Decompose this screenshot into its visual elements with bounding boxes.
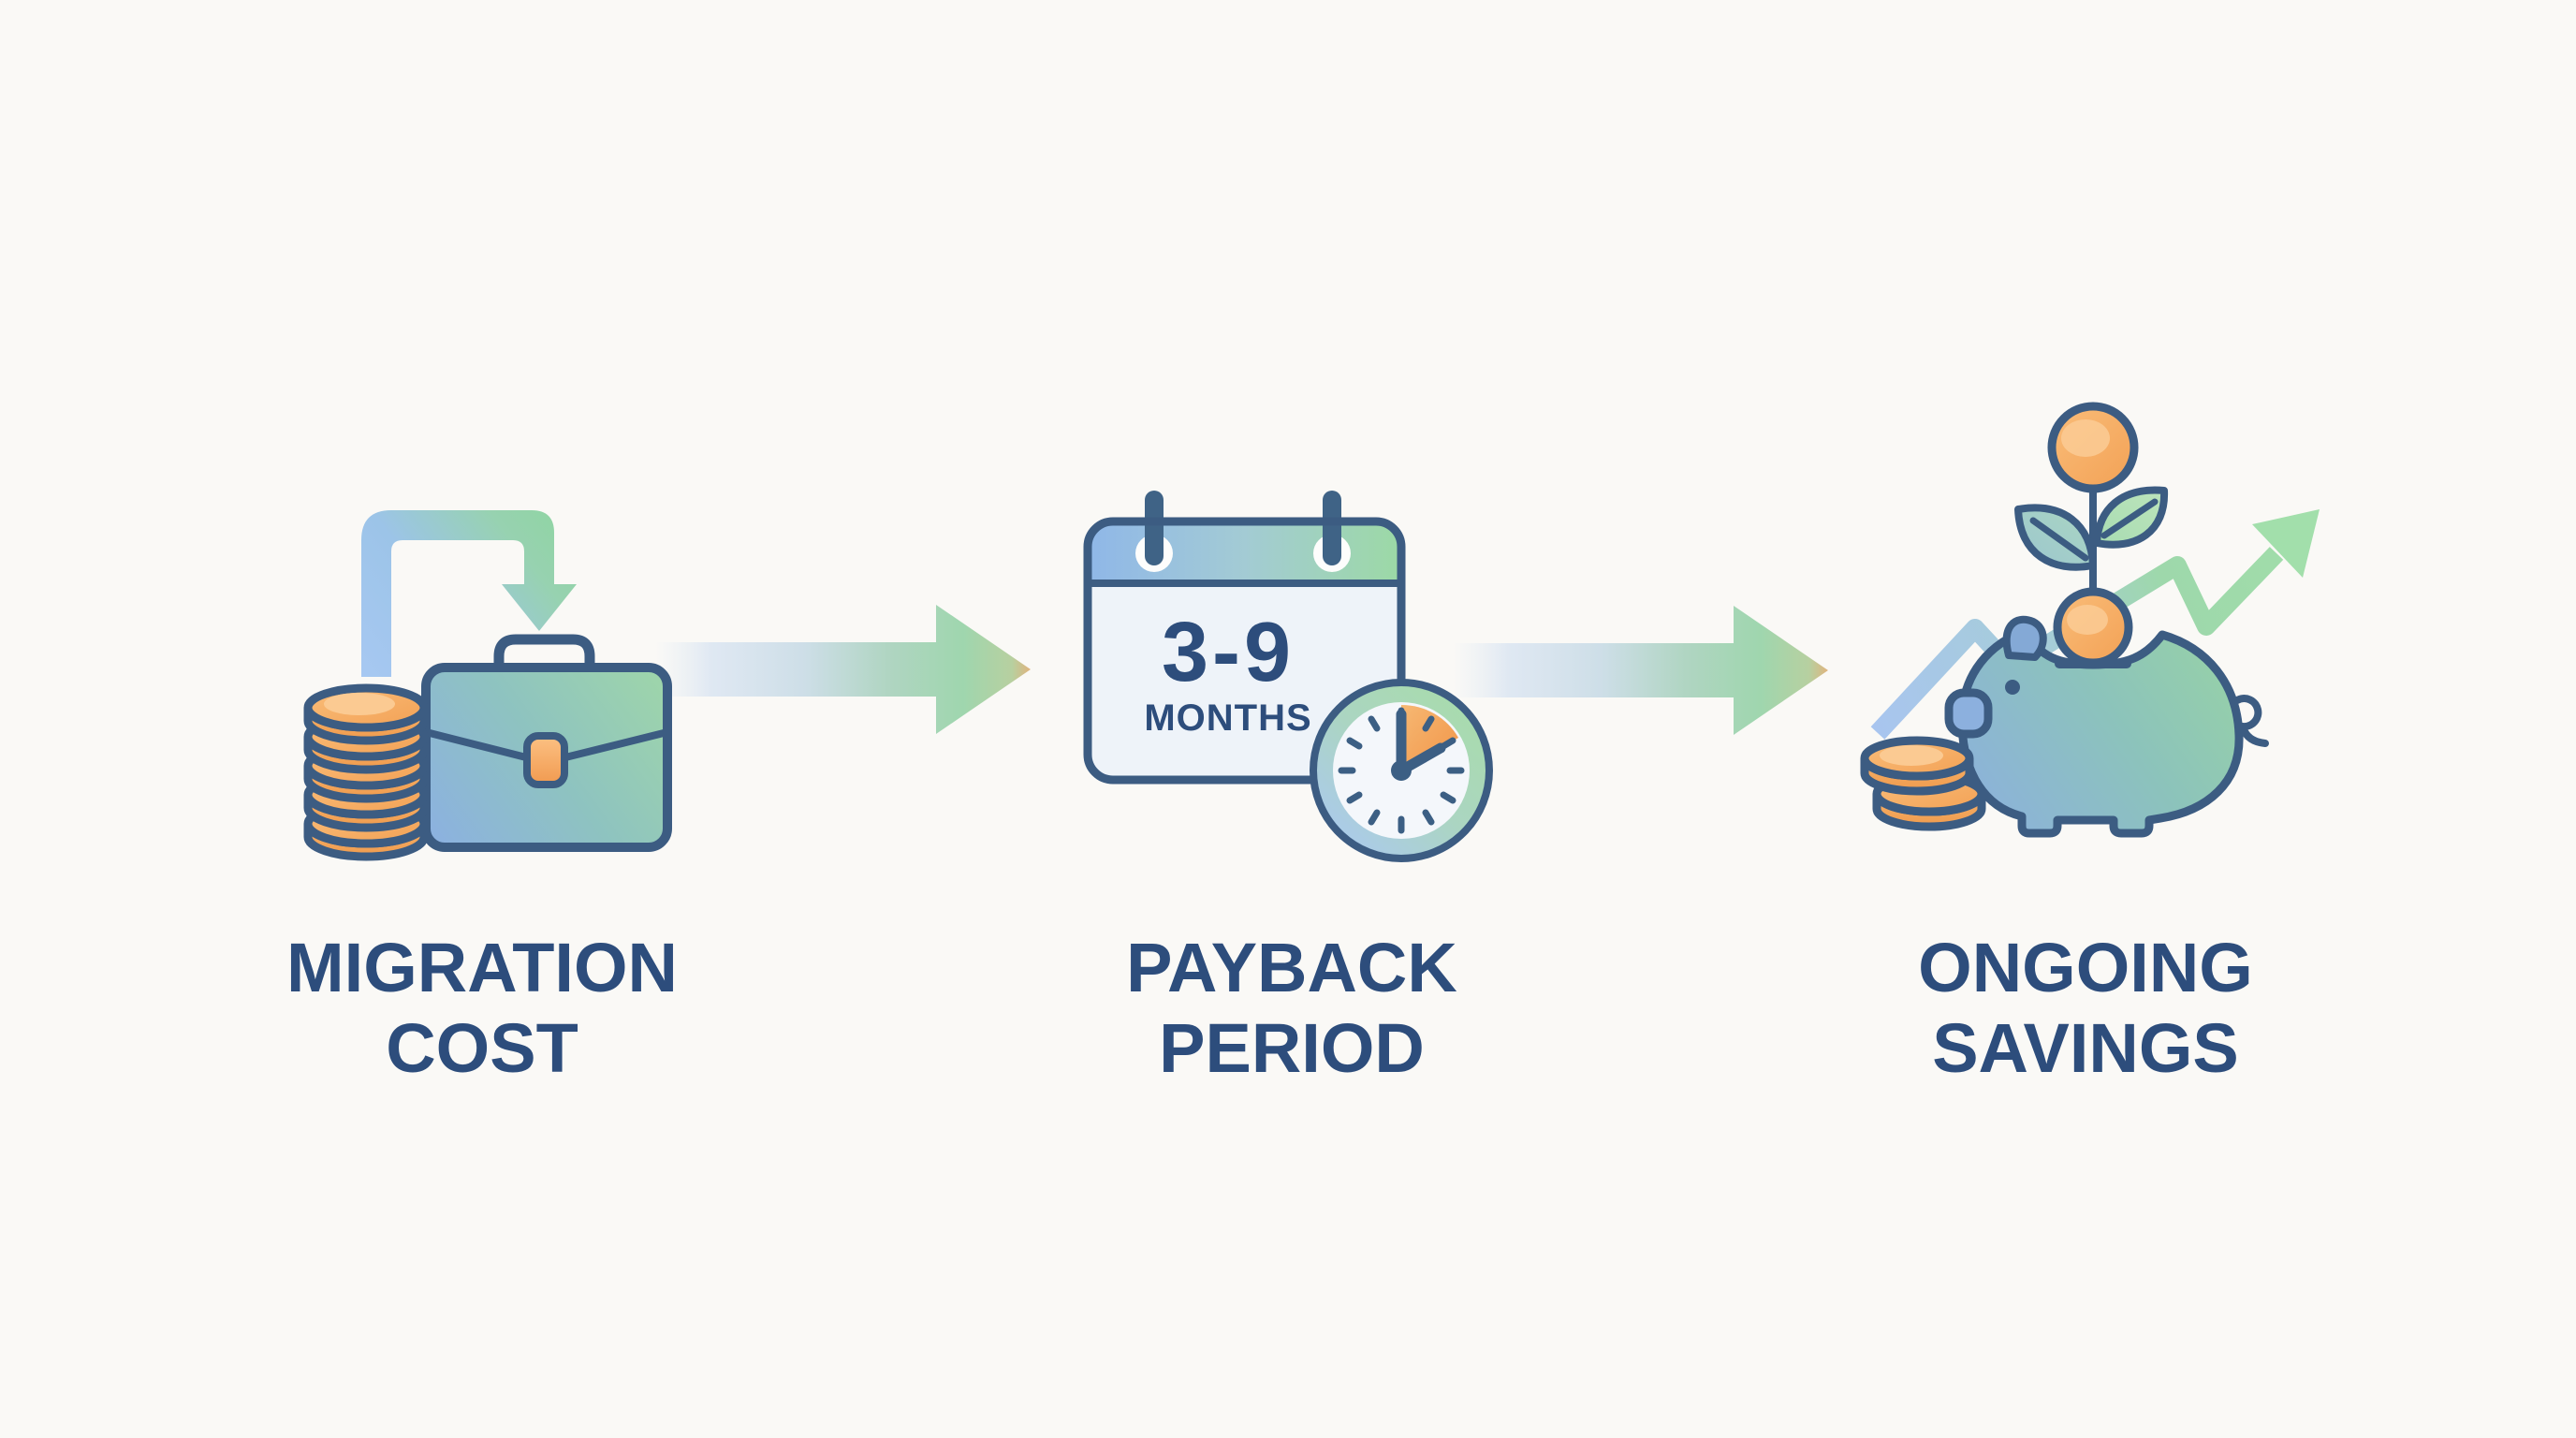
coin-highlight [2067, 605, 2108, 635]
growth-arrowhead [2252, 509, 2320, 578]
calendar-range-text: 3-9 [1162, 606, 1295, 699]
step-label-line: COST [386, 1008, 578, 1087]
step-label-ongoing-savings: ONGOING SAVINGS [1918, 928, 2253, 1089]
calendar-peg [1145, 491, 1164, 565]
briefcase-coins-transfer-icon [303, 510, 672, 861]
piggy-bank-growth-icon [1860, 402, 2320, 838]
coins-icon [1860, 736, 1986, 831]
clock-elapsed-wedge [1401, 704, 1458, 770]
step-label-line: SAVINGS [1932, 1008, 2239, 1087]
step-label-line: PAYBACK [1126, 929, 1457, 1006]
step-label-line: MIGRATION [286, 929, 678, 1006]
calendar-clock-icon: 3-9 MONTHS [1083, 491, 1493, 862]
piggy-tail [2233, 695, 2269, 747]
plant-coin-icon [2014, 402, 2169, 594]
piggy-snout [1944, 688, 1993, 739]
step-label-line: ONGOING [1918, 929, 2253, 1006]
clock-center-dot [1391, 760, 1412, 781]
calendar-unit-text: MONTHS [1144, 697, 1311, 739]
leaf-vein [2100, 498, 2159, 539]
piggy-ear [2002, 615, 2047, 661]
flow-arrow-2 [1453, 606, 1828, 735]
coin-stack-icon [303, 683, 429, 861]
briefcase-flap-line [426, 729, 667, 762]
leaf-vein [2029, 517, 2089, 562]
calendar-header [1088, 521, 1401, 583]
coin-highlight [1880, 745, 1943, 766]
calendar-icon: 3-9 MONTHS [1083, 491, 1406, 785]
briefcase-clasp [523, 732, 568, 788]
calendar-peg [1323, 491, 1341, 565]
briefcase-handle [493, 634, 595, 669]
coin-highlight [2061, 419, 2110, 457]
calendar-outline [1083, 517, 1406, 785]
transfer-down-arrow-icon [361, 510, 577, 677]
coin-highlight [324, 693, 395, 715]
clock-icon [1310, 679, 1493, 862]
step-label-line: PERIOD [1159, 1008, 1425, 1087]
flow-arrow-1 [655, 605, 1031, 734]
step-label-migration-cost: MIGRATION COST [286, 928, 678, 1089]
step-label-payback-period: PAYBACK PERIOD [1126, 928, 1457, 1089]
piggy-eye [2005, 680, 2020, 695]
